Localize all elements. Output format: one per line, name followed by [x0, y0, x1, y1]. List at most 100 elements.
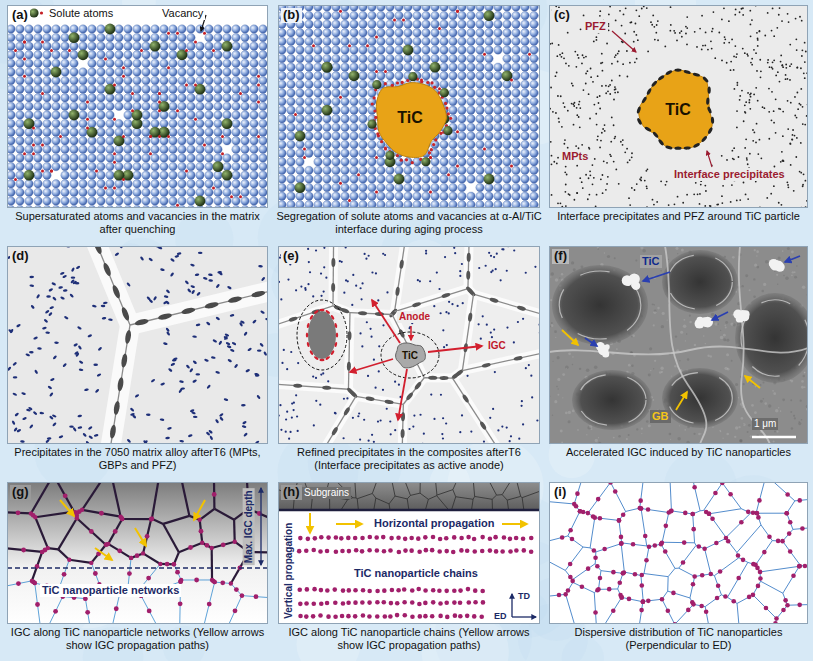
matrix-atom: [494, 46, 502, 54]
matrix-atom: [377, 201, 385, 208]
matrix-atom: [43, 197, 51, 205]
matrix-atom: [512, 140, 520, 148]
matrix-atom: [287, 115, 295, 123]
matrix-atom: [61, 59, 69, 67]
matrix-atom: [79, 137, 87, 145]
vacancy-dot: [86, 118, 89, 121]
matrix-precipitate: [611, 80, 613, 82]
matrix-atom: [241, 42, 249, 50]
matrix-atom: [25, 25, 33, 33]
matrix-precipitate: [782, 111, 784, 113]
matrix-precipitate: [583, 57, 585, 59]
matrix-atom: [151, 180, 159, 188]
matrix-atom: [530, 175, 538, 183]
matrix-atom: [70, 76, 78, 84]
matrix-atom: [494, 72, 502, 80]
matrix-precipitate: [608, 85, 610, 87]
matrix-atom: [88, 94, 96, 102]
matrix-precipitate: [668, 204, 670, 206]
matrix-precipitate: [750, 35, 752, 37]
matrix-atom: [43, 119, 51, 127]
matrix-atom: [241, 102, 249, 110]
matrix-precipitate: [646, 7, 648, 9]
matrix-atom: [287, 72, 295, 80]
matrix-precipitate: [736, 84, 738, 86]
matrix-atom: [259, 111, 267, 119]
matrix-atom: [70, 128, 78, 136]
matrix-atom: [305, 29, 313, 37]
matrix-precipitate: [593, 41, 595, 43]
matrix-precipitate: [588, 93, 590, 95]
matrix-atom: [196, 154, 204, 162]
matrix-precipitate: [589, 174, 591, 176]
matrix-atom: [7, 162, 15, 170]
matrix-atom: [70, 180, 78, 188]
matrix-atom: [205, 102, 213, 110]
matrix-atom: [503, 149, 511, 157]
matrix-precipitate: [665, 184, 667, 186]
matrix-precipitate: [614, 56, 616, 58]
matrix-precipitate: [801, 20, 803, 22]
vacancy-dot: [203, 32, 206, 35]
matrix-atom: [476, 192, 484, 200]
matrix-atom: [205, 197, 213, 205]
matrix-atom: [413, 175, 421, 183]
matrix-atom: [115, 94, 123, 102]
matrix-precipitate: [573, 199, 575, 201]
matrix-atom: [151, 94, 159, 102]
matrix-precipitate: [587, 198, 589, 200]
matrix-atom: [232, 162, 240, 170]
matrix-atom: [341, 46, 349, 54]
matrix-precipitate: [596, 96, 598, 98]
matrix-atom: [205, 180, 213, 188]
matrix-atom: [124, 102, 132, 110]
matrix-atom: [332, 54, 340, 62]
matrix-precipitate: [551, 194, 553, 196]
matrix-precipitate: [747, 163, 749, 165]
matrix-atom: [178, 42, 186, 50]
matrix-atom: [278, 29, 286, 37]
matrix-precipitate: [623, 13, 625, 15]
matrix-atom: [323, 175, 331, 183]
matrix-atom: [7, 59, 15, 67]
matrix-atom: [314, 20, 322, 28]
matrix-atom: [278, 106, 286, 114]
matrix-precipitate: [614, 92, 616, 94]
matrix-precipitate: [614, 89, 616, 91]
matrix-atom: [7, 111, 15, 119]
matrix-atom: [142, 25, 150, 33]
matrix-atom: [395, 11, 403, 19]
matrix-atom: [43, 68, 51, 76]
matrix-precipitate: [721, 195, 723, 197]
matrix-atom: [485, 63, 493, 71]
matrix-atom: [278, 140, 286, 148]
matrix-atom: [52, 51, 60, 59]
matrix-atom: [521, 115, 529, 123]
matrix-precipitate: [657, 20, 659, 22]
matrix-atom: [341, 183, 349, 191]
matrix-atom: [350, 149, 358, 157]
matrix-atom: [287, 132, 295, 140]
matrix-precipitate: [794, 135, 796, 137]
matrix-precipitate: [787, 128, 789, 130]
matrix-precipitate: [561, 126, 563, 128]
matrix-atom: [467, 89, 475, 97]
matrix-atom: [431, 54, 439, 62]
matrix-atom: [521, 29, 529, 37]
matrix-precipitate: [759, 31, 761, 33]
matrix-precipitate: [728, 42, 730, 44]
matrix-atom: [61, 42, 69, 50]
matrix-atom: [88, 51, 96, 59]
matrix-atom: [115, 59, 123, 67]
matrix-atom: [151, 33, 159, 41]
matrix-atom: [431, 201, 439, 208]
matrix-atom: [16, 145, 24, 153]
matrix-precipitate: [787, 100, 789, 102]
solute-atom: [51, 67, 62, 78]
vacancy-dot: [239, 195, 242, 198]
matrix-atom: [214, 171, 222, 179]
matrix-atom: [223, 85, 231, 93]
matrix-precipitate: [701, 49, 703, 51]
vacancy-dot: [393, 18, 396, 21]
panel-art: [278, 5, 540, 208]
